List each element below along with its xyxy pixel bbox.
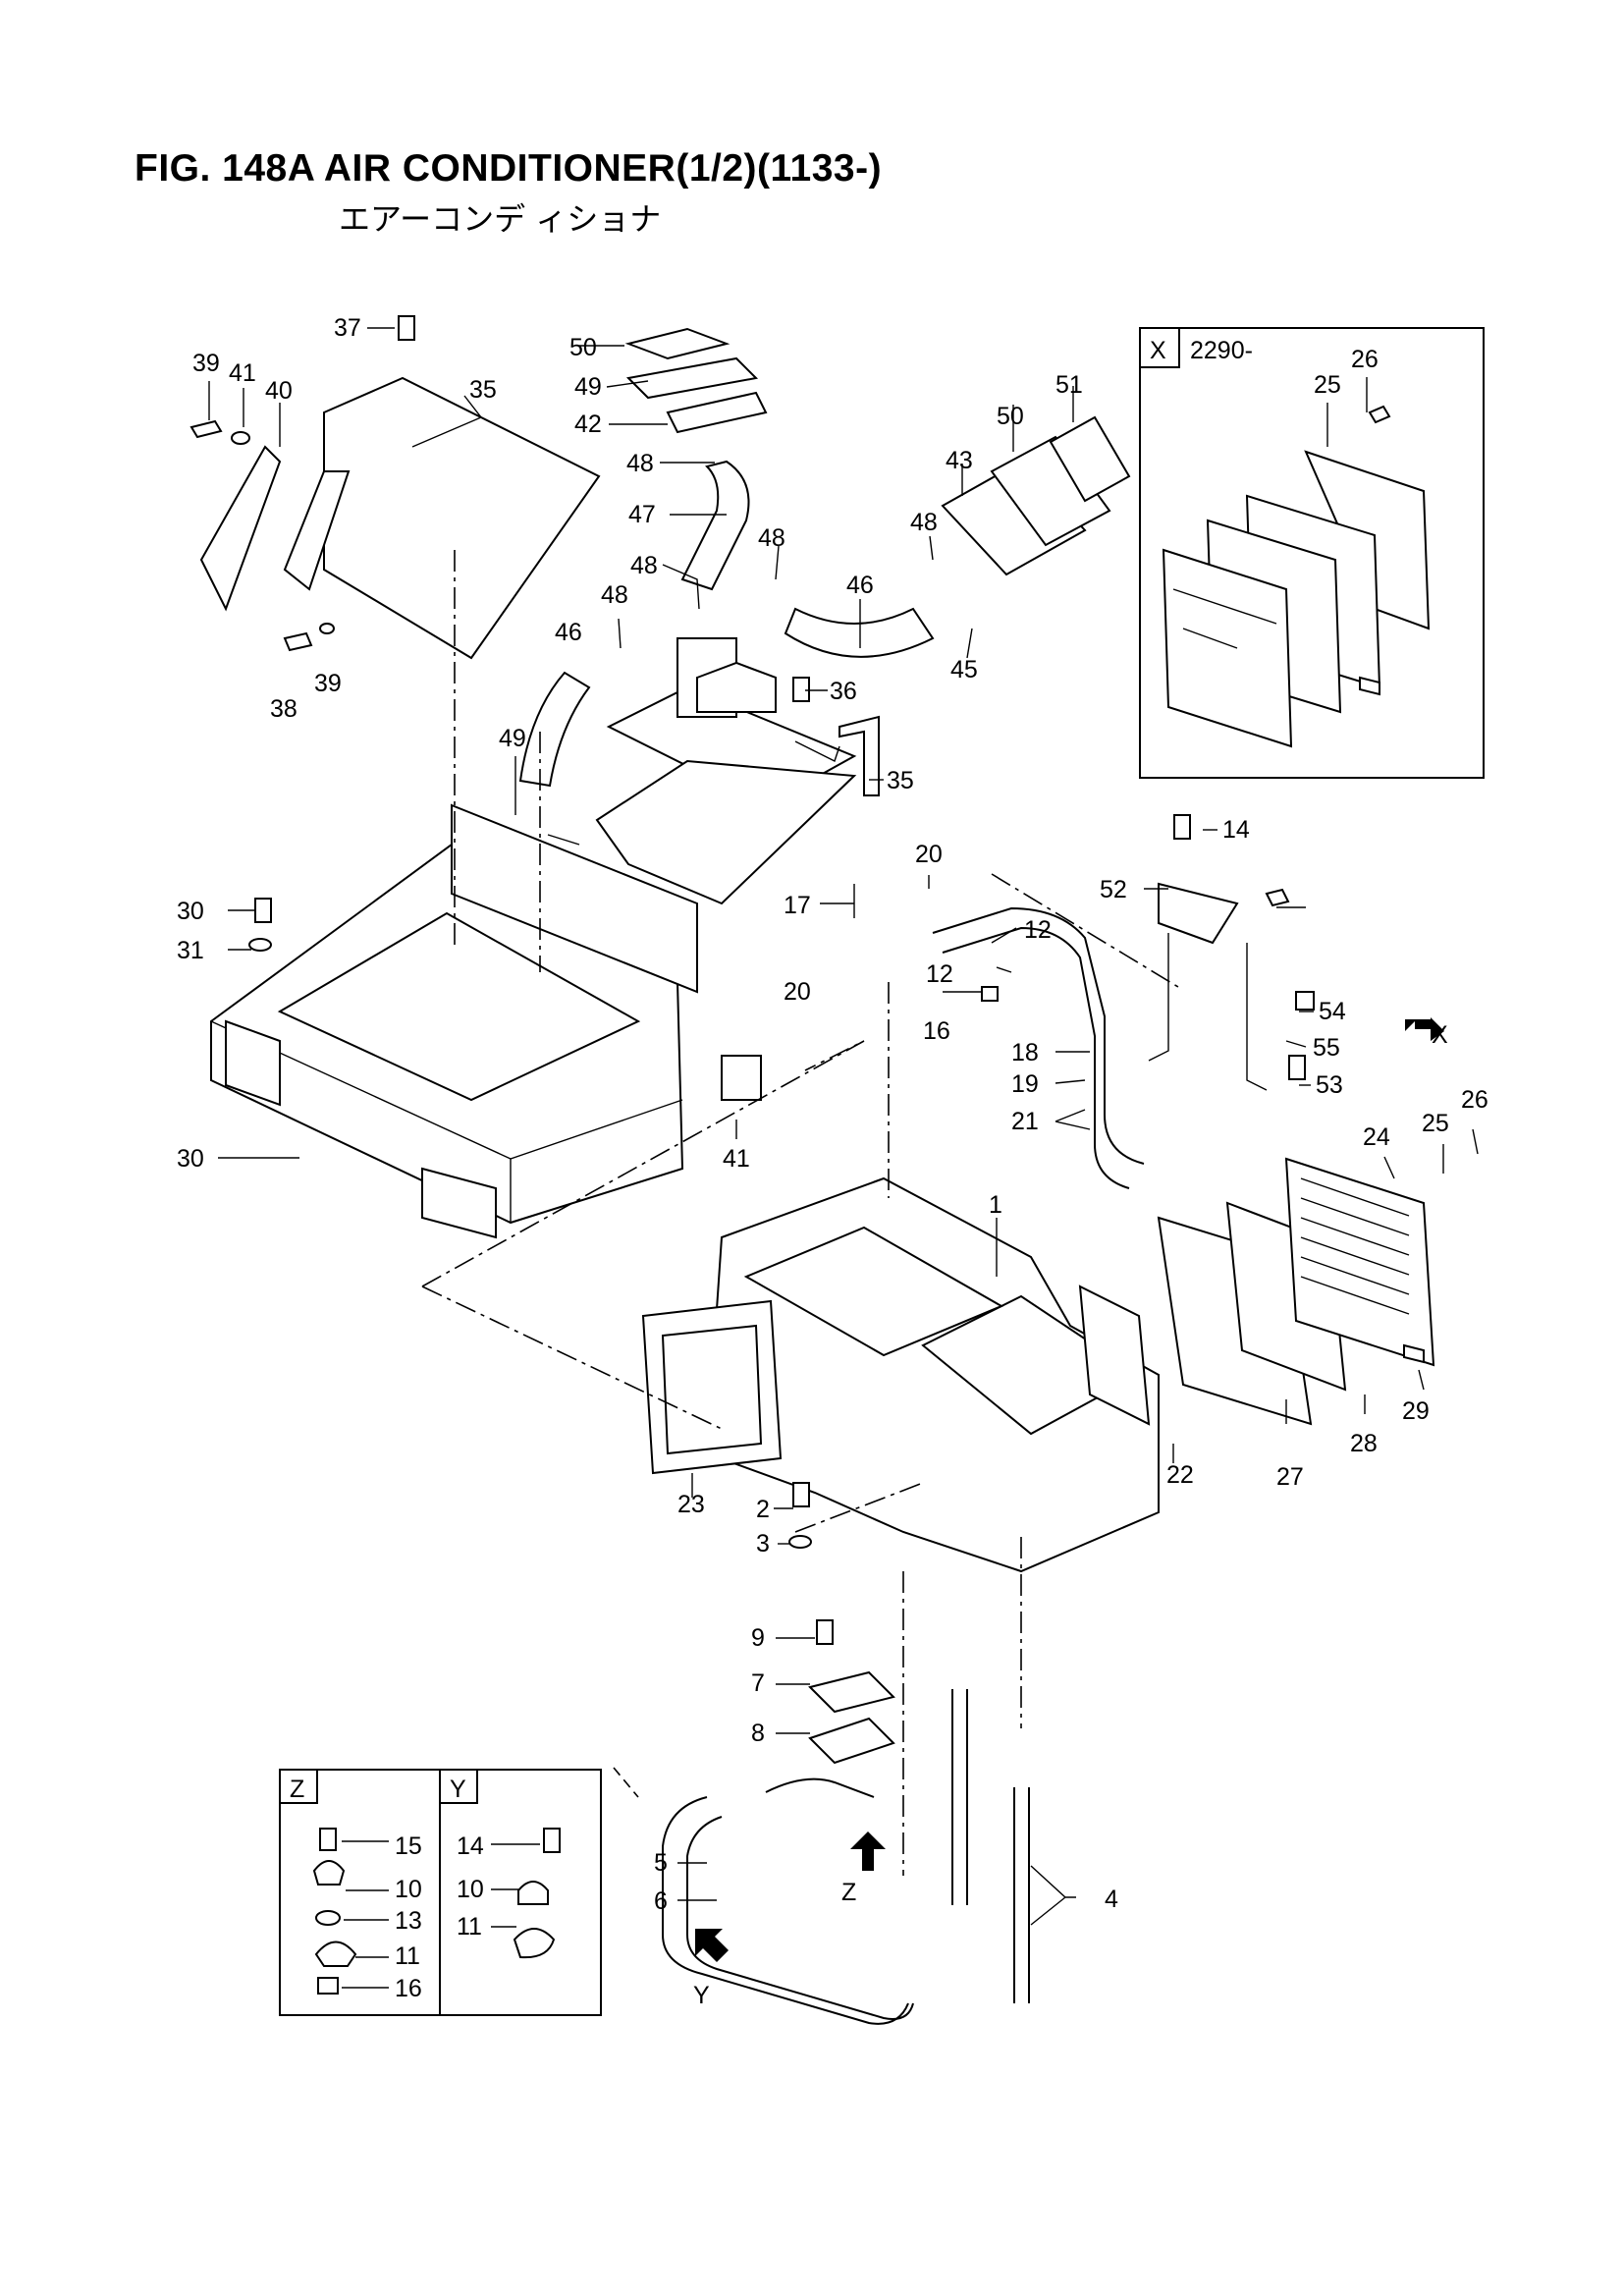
callout-48-f: 49 [499,725,526,752]
inset-z-label: Z [290,1776,304,1803]
callout-48-c: 48 [758,524,785,552]
callout-26: 26 [1461,1086,1488,1114]
callout-48-d: 48 [601,581,628,609]
callout-34: 36 [830,678,857,705]
callout-9: 9 [751,1624,765,1652]
callout-50-right: 51 [1055,371,1083,399]
callout-51: 52 [1100,876,1127,903]
callout-21: 21 [1011,1108,1039,1135]
callout-16: 16 [923,1017,950,1045]
callout-25: 25 [1422,1110,1449,1137]
callout-1: 1 [989,1191,1002,1219]
callout-53: 54 [1319,998,1346,1025]
phantom-lines [421,550,1179,1876]
z-part-10: 10 [395,1876,422,1903]
callout-46-left: 46 [555,619,582,646]
callout-18: 18 [1011,1039,1039,1066]
callout-42: 41 [723,1145,750,1173]
view-arrows: X Z Y [693,1017,1448,2009]
inset-y-label: Y [450,1776,466,1803]
callout-37: 37 [334,314,361,342]
callout-20-top: 20 [915,841,943,868]
z-part-15: 15 [395,1832,422,1860]
callout-31: 30 [177,898,204,925]
callout-4: 4 [1105,1886,1118,1913]
view-marker-y: Y [693,1982,710,2009]
callout-52: 53 [1316,1071,1343,1099]
figure-subtitle: エアーコンデ ィショナ [339,200,662,238]
callout-8: 8 [751,1720,765,1747]
callout-7: 7 [751,1669,765,1697]
callout-28: 28 [1350,1430,1378,1457]
callouts: 37 35 39 41 40 50 49 42 48 47 48 48 48 4… [177,314,1488,1915]
callout-32: 31 [177,937,204,964]
callout-47: 47 [628,501,656,528]
callout-23: 22 [1166,1461,1194,1489]
inset-x-part-25: 25 [1314,371,1341,399]
callout-49-right: 50 [997,403,1024,430]
callout-12-b: 12 [926,960,953,988]
callout-27: 27 [1276,1463,1304,1491]
callout-44: 42 [574,410,602,438]
inset-x-label: X [1150,337,1166,364]
diagram-shapes [189,315,1435,2025]
figure-title: FIG. 148A AIR CONDITIONER(1/2)(1133-) [135,147,883,190]
callout-41: 41 [229,359,256,387]
callout-5: 5 [654,1849,668,1877]
callout-48-b: 48 [630,552,658,579]
callout-17: 17 [784,892,811,919]
callout-49-top: 49 [574,373,602,401]
z-part-16: 16 [395,1975,422,2002]
callout-12-a: 12 [1024,916,1052,944]
leader-lines [208,327,1479,1926]
callout-38: 39 [314,670,342,697]
callout-39: 40 [265,377,293,405]
callout-36: 38 [270,695,298,723]
view-marker-z: Z [841,1879,856,1906]
z-part-11: 11 [395,1942,420,1970]
callout-22: 23 [677,1491,705,1518]
callout-35: 35 [469,376,497,404]
callout-19: 19 [1011,1070,1039,1098]
callout-48-e: 48 [910,509,938,536]
callout-2: 2 [756,1496,770,1523]
view-marker-x: X [1432,1021,1448,1049]
callout-48-a: 48 [626,450,654,477]
callout-50-top: 50 [569,334,597,361]
callout-30: 30 [177,1145,204,1173]
inset-x: X 2290- 26 25 [1139,327,1485,779]
callout-3: 3 [756,1530,770,1558]
y-part-14: 14 [457,1832,484,1860]
callout-40: 39 [192,350,220,377]
inset-x-part-26: 26 [1351,346,1379,373]
callout-45: 45 [950,656,978,683]
callout-33-56: 35 [887,767,914,794]
callout-20-mid: 20 [784,978,811,1006]
z-part-13: 13 [395,1907,422,1935]
inset-zy: Z Y 15 10 13 11 16 14 10 11 [279,1769,602,2016]
inset-x-range: 2290- [1190,337,1253,364]
callout-6: 6 [654,1887,668,1915]
callout-29: 29 [1402,1397,1430,1425]
callout-14: 14 [1222,816,1250,844]
callout-46-right: 46 [846,572,874,599]
y-part-11: 11 [457,1913,482,1941]
callout-54: 55 [1313,1034,1340,1062]
y-part-10: 10 [457,1876,484,1903]
callout-43: 43 [946,447,973,474]
callout-24: 24 [1363,1123,1390,1151]
